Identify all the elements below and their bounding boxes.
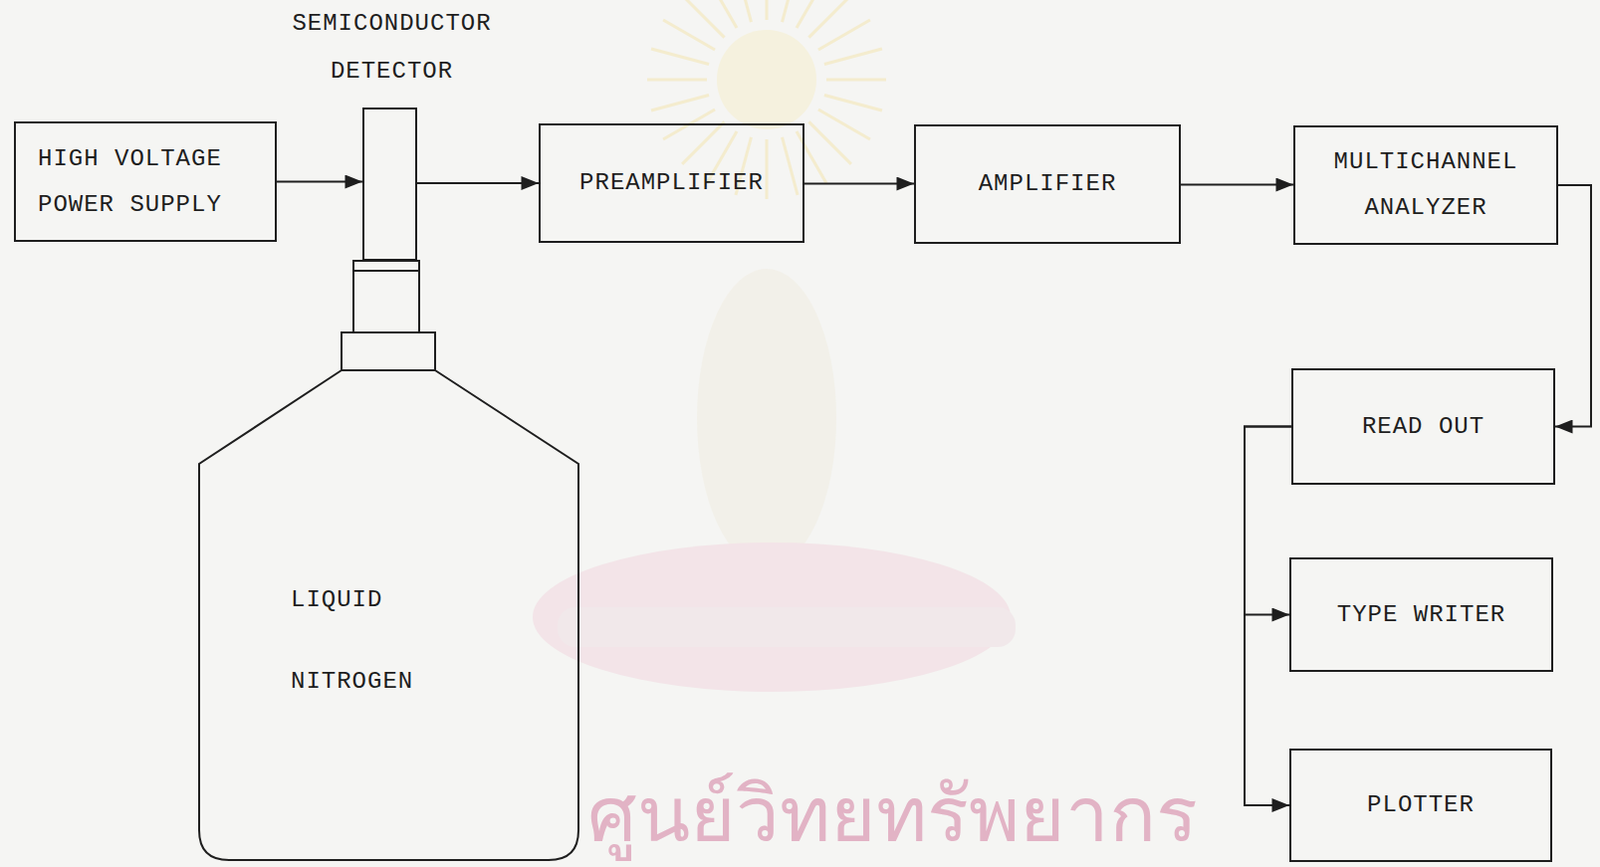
box-label: MULTICHANNEL ANALYZER [1311,139,1541,231]
process-box: MULTICHANNEL ANALYZER [1293,125,1559,245]
output-box: PLOTTER [1289,748,1553,863]
box-label: READ OUT [1362,404,1485,451]
dewar-vessel: LIQUID NITROGEN [197,260,581,863]
output-box: TYPE WRITER [1289,557,1554,673]
signal-arrow [804,183,915,186]
signal-arrow [1244,427,1292,616]
signal-arrow [1555,185,1592,428]
box-label: HIGH VOLTAGE POWER SUPPLY [37,136,228,229]
output-box: READ OUT [1291,368,1556,485]
box-label: PREAMPLIFIER [579,160,764,207]
detector-cylinder: SEMICONDUCTOR DETECTOR [362,107,418,261]
emblem [532,0,1016,692]
box-label: AMPLIFIER [978,161,1118,208]
signal-arrow [417,182,539,185]
box-label: TYPE WRITER [1337,592,1506,639]
detector-label: SEMICONDUCTOR DETECTOR [272,0,512,96]
vessel-label: LIQUID NITROGEN [290,559,460,723]
box-label: PLOTTER [1367,782,1475,829]
process-box: HIGH VOLTAGE POWER SUPPLY [13,121,277,242]
process-box: AMPLIFIER [914,124,1181,244]
signal-arrow [276,181,363,184]
signal-arrow [1180,184,1294,187]
signal-arrow [1244,427,1292,807]
watermark-text: ศูนย์วิทยทรัพยากร [587,751,1198,867]
dewar-outline [197,260,581,863]
process-box: PREAMPLIFIER [538,123,805,243]
